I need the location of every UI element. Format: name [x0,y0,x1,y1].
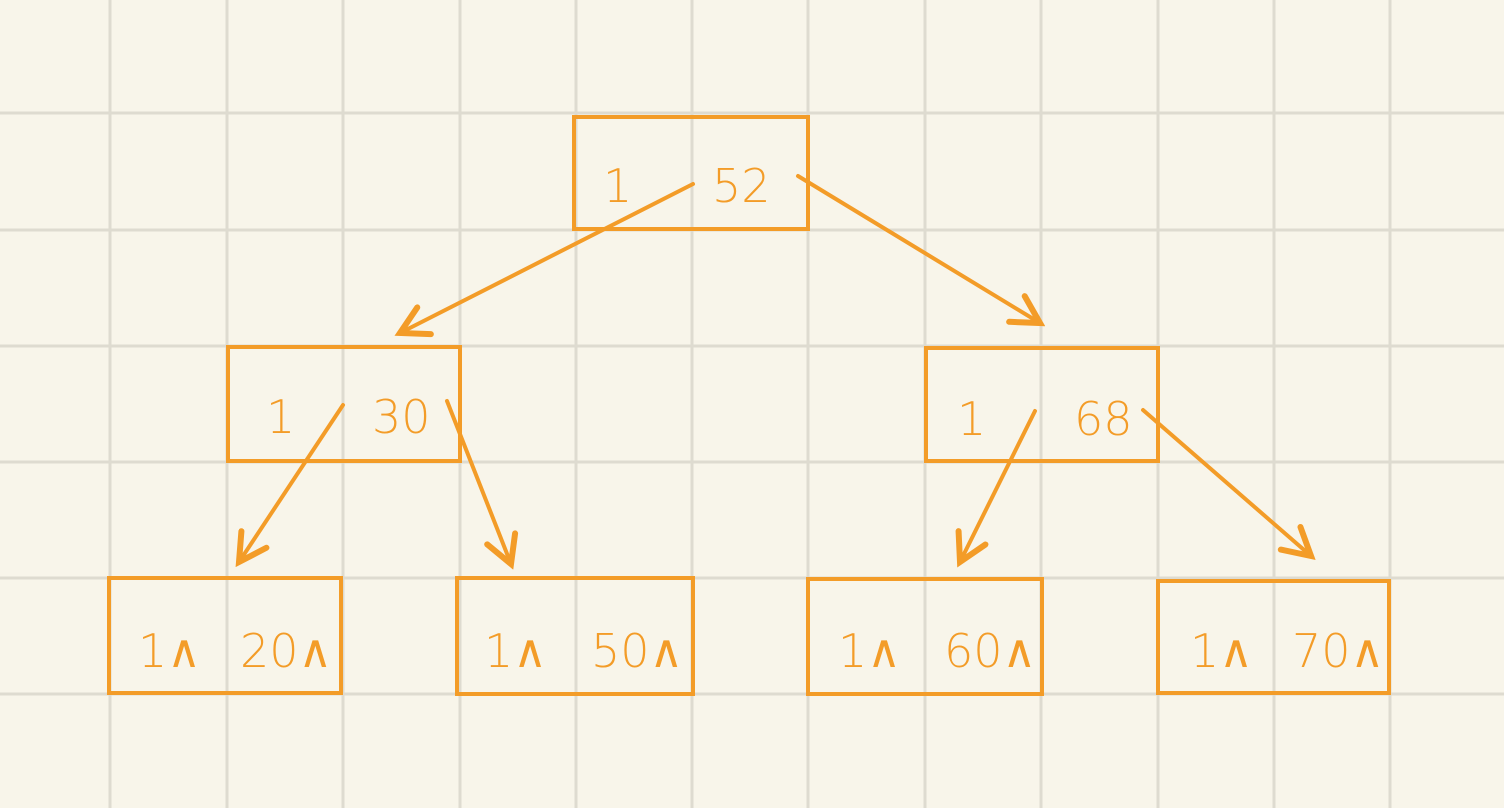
node-left-field: 1∧ [838,624,901,678]
edge-root-to-68 [796,174,1040,323]
node-key: 68 [1074,392,1133,446]
tree-node-70: 1∧ 70∧ [1156,579,1391,695]
tree-node-60: 1∧ 60∧ [806,577,1044,696]
edge-68-to-60 [960,409,1037,562]
edge-root-to-30 [400,182,695,333]
node-left-field: 1 [266,390,295,444]
node-left-field: 1∧ [138,624,201,678]
node-left-field: 1∧ [1190,624,1253,678]
node-left-field: 1 [603,159,632,213]
tree-node-50: 1∧ 50∧ [455,576,695,696]
tree-node-30: 1 30 [226,345,462,463]
node-left-field: 1 [957,392,986,446]
node-key: 70∧ [1292,624,1384,678]
node-key: 50∧ [591,624,683,678]
node-key: 60∧ [944,624,1036,678]
node-left-field: 1∧ [484,624,547,678]
edge-68-to-70 [1141,408,1311,556]
node-key: 52 [712,159,771,213]
edge-30-to-50 [445,399,511,564]
tree-node-20: 1∧ 20∧ [107,576,343,695]
node-key: 20∧ [240,624,332,678]
tree-node-68: 1 68 [924,346,1160,463]
tree-node-root: 1 52 [572,115,810,231]
edge-30-to-20 [239,403,345,562]
node-key: 30 [372,390,431,444]
